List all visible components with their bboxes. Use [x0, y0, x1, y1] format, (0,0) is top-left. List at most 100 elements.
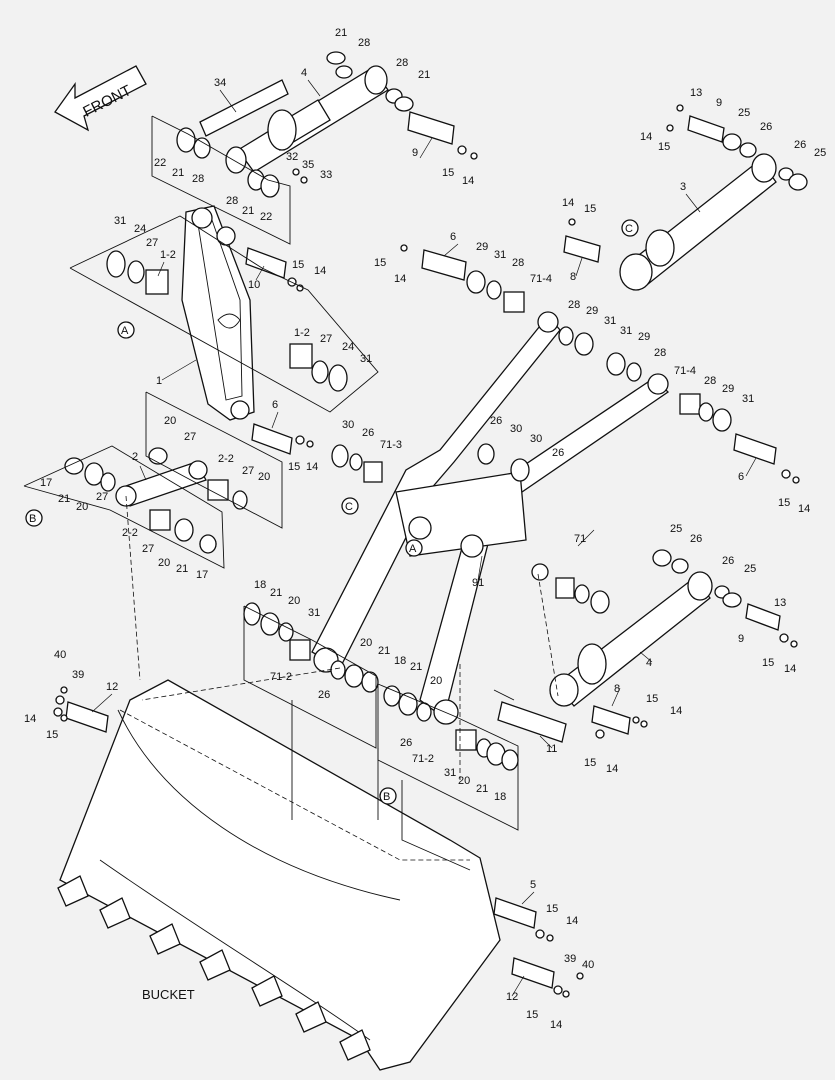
part-label: 31 — [620, 325, 632, 337]
part-label: 21 — [378, 645, 390, 657]
part-label: 25 — [814, 147, 826, 159]
part-label: 71-2 — [270, 671, 292, 683]
part-label: 31 — [114, 215, 126, 227]
part-label: 14 — [562, 197, 574, 209]
part-label: 33 — [320, 169, 332, 181]
part-label: 14 — [462, 175, 474, 187]
part-label: 26 — [760, 121, 772, 133]
small-link — [115, 460, 208, 507]
part-label: 6 — [738, 471, 744, 483]
part-label: 34 — [214, 77, 226, 89]
part-label: 14 — [394, 273, 406, 285]
part-label: 8 — [614, 683, 620, 695]
part-label: 21 — [476, 783, 488, 795]
part-label: 22 — [260, 211, 272, 223]
part-label: 31 — [308, 607, 320, 619]
part-label: 25 — [670, 523, 682, 535]
part-label: 26 — [400, 737, 412, 749]
part-label: 26 — [490, 415, 502, 427]
callout-c-cylinder: C — [621, 219, 639, 237]
part-label: 31 — [494, 249, 506, 261]
part-label: 20 — [458, 775, 470, 787]
part-label: 28 — [192, 173, 204, 185]
part-label: 15 — [646, 693, 658, 705]
part-label: 26 — [690, 533, 702, 545]
part-label: 71 — [574, 533, 586, 545]
part-label: 71-4 — [674, 365, 696, 377]
part-label: 6 — [272, 399, 278, 411]
boom-cylinder-top — [199, 65, 389, 174]
part-label: 14 — [566, 915, 578, 927]
part-label: 14 — [550, 1019, 562, 1031]
part-label: 39 — [72, 669, 84, 681]
part-label: 25 — [744, 563, 756, 575]
part-label: 1-2 — [160, 249, 176, 261]
bucket: BUCKET — [57, 679, 501, 1071]
part-label: 14 — [24, 713, 36, 725]
part-label: 2-2 — [218, 453, 234, 465]
part-label: 14 — [314, 265, 326, 277]
part-label: 5 — [530, 879, 536, 891]
part-label: 32 — [286, 151, 298, 163]
callout-b-bucket-label: B — [383, 791, 390, 803]
part-label: 15 — [584, 203, 596, 215]
boom-arms — [311, 311, 670, 725]
part-label: 29 — [586, 305, 598, 317]
part-label: 26 — [318, 689, 330, 701]
part-label: 27 — [184, 431, 196, 443]
part-label: 24 — [342, 341, 354, 353]
part-label: 14 — [784, 663, 796, 675]
part-label: 21 — [418, 69, 430, 81]
part-label: 15 — [46, 729, 58, 741]
part-label: 27 — [142, 543, 154, 555]
part-label: 20 — [288, 595, 300, 607]
callout-b-left: B — [25, 509, 43, 527]
part-label: 71-4 — [530, 273, 552, 285]
part-label: 15 — [288, 461, 300, 473]
part-label: 31 — [742, 393, 754, 405]
part-label: 27 — [96, 491, 108, 503]
part-label: 25 — [738, 107, 750, 119]
part-label: 28 — [396, 57, 408, 69]
part-label: 20 — [158, 557, 170, 569]
part-label: 20 — [430, 675, 442, 687]
callout-a-boom-label: A — [409, 543, 417, 555]
leader-lines — [91, 79, 757, 997]
part-label: 2-2 — [122, 527, 138, 539]
part-label: 17 — [40, 477, 52, 489]
part-label: 21 — [410, 661, 422, 673]
bucket-label: BUCKET — [142, 987, 195, 1002]
part-label: 13 — [690, 87, 702, 99]
part-label: 71-2 — [412, 753, 434, 765]
part-label: 10 — [248, 279, 260, 291]
part-label: 30 — [510, 423, 522, 435]
callout-markers: A A B B C C — [25, 219, 639, 805]
part-label: 15 — [292, 259, 304, 271]
part-label: 28 — [512, 257, 524, 269]
part-label: 31 — [444, 767, 456, 779]
part-label: 27 — [320, 333, 332, 345]
part-label: 15 — [778, 497, 790, 509]
part-label: 22 — [154, 157, 166, 169]
part-label: 1-2 — [294, 327, 310, 339]
part-label: 28 — [226, 195, 238, 207]
part-label: 31 — [604, 315, 616, 327]
part-label: 12 — [106, 681, 118, 693]
part-label: 15 — [374, 257, 386, 269]
part-label: 26 — [794, 139, 806, 151]
part-label: 21 — [270, 587, 282, 599]
part-label: 17 — [196, 569, 208, 581]
washers — [64, 51, 808, 771]
part-label: 14 — [670, 705, 682, 717]
part-label: 24 — [134, 223, 146, 235]
callout-b-bucket: B — [379, 787, 397, 805]
bell-crank-link — [181, 205, 255, 421]
part-label: 28 — [568, 299, 580, 311]
part-labels: 34 4 21 28 28 21 9 15 14 22 21 28 32 35 … — [24, 27, 826, 1031]
part-label: 40 — [582, 959, 594, 971]
bolts — [53, 104, 800, 998]
callout-c-boom: C — [341, 497, 359, 515]
callout-b-left-label: B — [29, 513, 36, 525]
part-label: 8 — [570, 271, 576, 283]
